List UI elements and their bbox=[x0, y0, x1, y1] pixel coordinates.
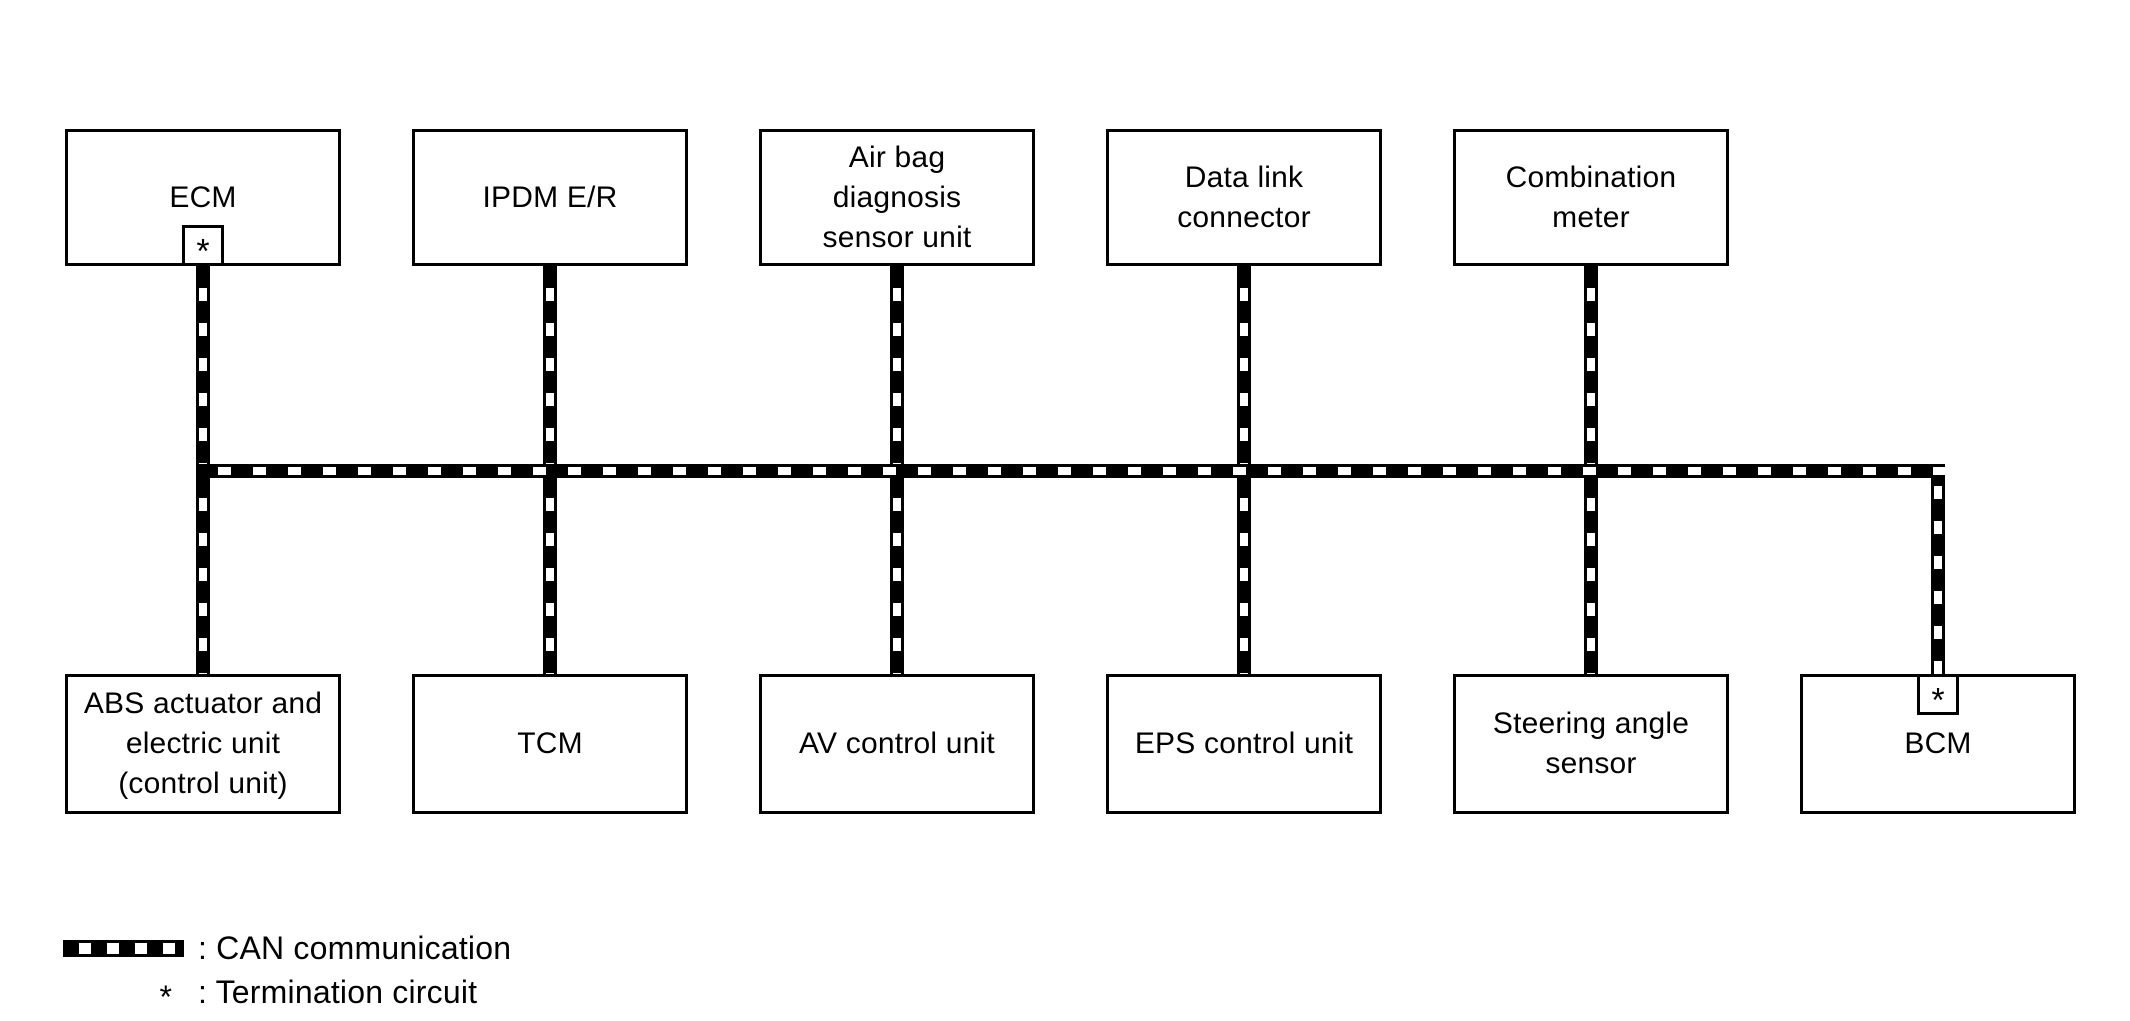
node-av-control-unit-label: AV control unit bbox=[799, 727, 995, 760]
termination-star-icon: * bbox=[159, 979, 172, 1016]
legend-termination-label: : Termination circuit bbox=[198, 974, 478, 1010]
node-combination-meter-label: Combination meter bbox=[1505, 160, 1677, 234]
legend: : CAN communication * : Termination circ… bbox=[63, 926, 511, 1014]
node-data-link-connector: Data link connector bbox=[1106, 129, 1382, 266]
node-bcm: BCM * bbox=[1800, 674, 2076, 814]
node-eps-control-unit: EPS control unit bbox=[1106, 674, 1382, 814]
legend-key-termination: * bbox=[63, 976, 184, 1013]
node-ecm: ECM * bbox=[65, 129, 341, 270]
legend-row-termination: * : Termination circuit bbox=[63, 970, 511, 1014]
legend-key-can bbox=[63, 939, 184, 957]
termination-star-icon: * bbox=[1931, 680, 1945, 719]
node-tcm: TCM bbox=[412, 674, 688, 814]
node-data-link-label: Data link connector bbox=[1177, 160, 1311, 234]
node-bcm-label: BCM bbox=[1904, 727, 1972, 760]
node-abs-actuator: ABS actuator and electric unit (control … bbox=[65, 674, 341, 814]
can-bus-line bbox=[196, 464, 1945, 478]
legend-can-label: : CAN communication bbox=[198, 930, 512, 966]
node-ipdm-er: IPDM E/R bbox=[412, 129, 688, 266]
node-eps-control-unit-label: EPS control unit bbox=[1134, 727, 1354, 760]
node-av-control-unit: AV control unit bbox=[759, 674, 1035, 814]
node-airbag-diagnosis-sensor-unit: Air bag diagnosis sensor unit bbox=[759, 129, 1035, 266]
termination-box-ecm: * bbox=[182, 225, 224, 270]
legend-row-can: : CAN communication bbox=[63, 926, 511, 970]
node-airbag-label: Air bag diagnosis sensor unit bbox=[822, 140, 972, 254]
can-drop-line-bcm bbox=[1931, 464, 1945, 674]
node-tcm-label: TCM bbox=[517, 727, 583, 760]
node-ipdm-er-label: IPDM E/R bbox=[482, 180, 618, 214]
node-combination-meter: Combination meter bbox=[1453, 129, 1729, 266]
can-line-swatch-icon bbox=[63, 939, 184, 957]
node-ecm-label: ECM bbox=[169, 180, 237, 214]
node-steering-angle-sensor: Steering angle sensor bbox=[1453, 674, 1729, 814]
termination-box-bcm: * bbox=[1917, 674, 1959, 719]
node-steering-angle-sensor-label: Steering angle sensor bbox=[1492, 707, 1690, 780]
node-abs-actuator-label: ABS actuator and electric unit (control … bbox=[83, 687, 323, 800]
termination-star-icon: * bbox=[196, 231, 210, 270]
